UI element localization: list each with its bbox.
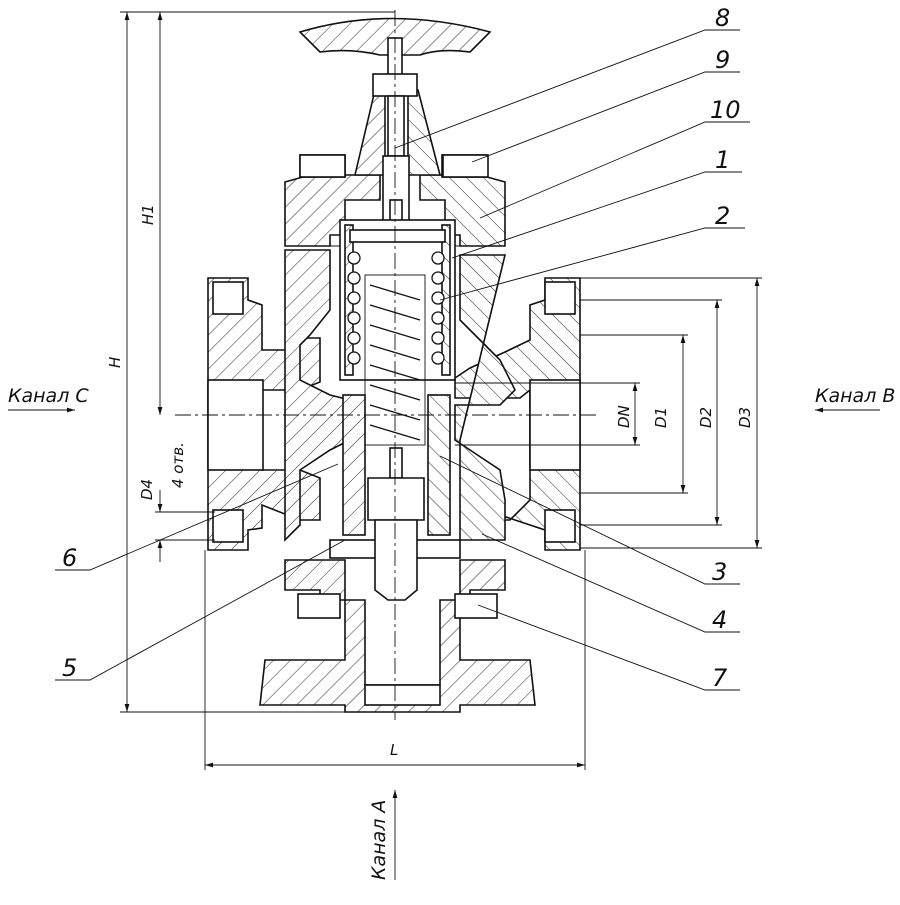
callout-3: 3 xyxy=(712,558,727,586)
leader-lines xyxy=(55,29,750,691)
center-lines xyxy=(175,10,600,720)
callout-6: 6 xyxy=(62,544,77,572)
dim-h-label: H xyxy=(106,357,124,368)
callout-5: 5 xyxy=(62,654,77,682)
spring-coils-left xyxy=(347,251,361,365)
channel-a-label: Канал А xyxy=(368,800,390,880)
callout-10: 10 xyxy=(710,96,741,124)
valve-body xyxy=(207,249,581,551)
channel-arrows xyxy=(8,407,880,880)
callout-2: 2 xyxy=(715,202,730,230)
dim-d2-label: D2 xyxy=(697,407,715,428)
dim-l-label: L xyxy=(390,741,398,759)
handwheel xyxy=(298,17,492,97)
callout-1: 1 xyxy=(715,146,730,174)
dim-d1-label: D1 xyxy=(652,407,670,428)
dim-h1-label: H1 xyxy=(139,204,157,225)
channel-b-label: Канал В xyxy=(815,385,895,407)
callout-9: 9 xyxy=(715,46,730,74)
dim-d3-label: D3 xyxy=(736,407,754,428)
callout-4: 4 xyxy=(712,606,727,634)
plunger xyxy=(367,447,425,601)
dimension-lines xyxy=(120,11,762,770)
dim-d4-label: D4 xyxy=(138,479,156,500)
dim-holes-label: 4 отв. xyxy=(169,442,187,488)
spring-coils-right xyxy=(431,251,445,365)
dim-dn-label: DN xyxy=(615,405,633,428)
channel-c-label: Канал С xyxy=(8,385,89,407)
callout-8: 8 xyxy=(715,4,730,32)
callout-7: 7 xyxy=(712,664,728,692)
